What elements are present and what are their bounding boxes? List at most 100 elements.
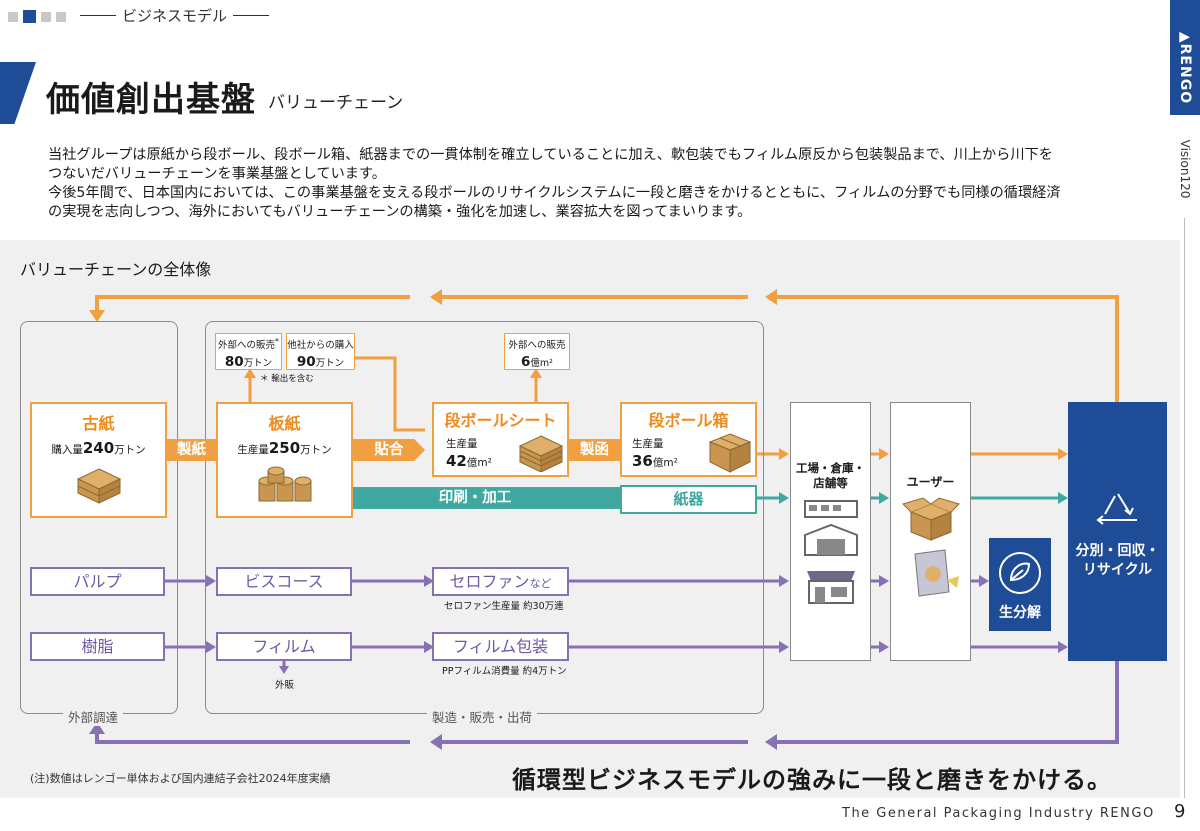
factory-line1: 工場・倉庫・ xyxy=(796,461,865,475)
orange-return-loop xyxy=(95,295,1119,402)
paper-roll-icon xyxy=(258,466,311,502)
side-divider xyxy=(1184,218,1185,798)
page-subtitle: バリューチェーン xyxy=(268,93,404,113)
footnote: (注)数値はレンゴー単体および国内連結子会社2024年度実績 xyxy=(30,772,331,785)
manufacturing-label: 製造・販売・出荷 xyxy=(427,707,538,726)
film-pack-title: フィルム包装 xyxy=(452,637,549,656)
resin-title: 樹脂 xyxy=(81,637,114,656)
cellophane-box: セロファンなど xyxy=(432,567,569,596)
film-external-note: 外販 xyxy=(275,680,295,691)
open-box-and-snack-bag-icon xyxy=(901,497,960,597)
pulp-title: パルプ xyxy=(73,572,122,591)
section-indicator xyxy=(8,10,66,23)
user-title: ユーザー xyxy=(906,475,955,489)
cellophane-suffix: など xyxy=(529,577,552,590)
cellophane-note: セロファン生産量 約30万連 xyxy=(444,601,564,612)
kosi-value: 240 xyxy=(82,439,115,457)
intro-line: 今後5年間で、日本国内においては、この事業基盤を支える段ボールのリサイクルシステ… xyxy=(48,185,1061,201)
user-box: ユーザー xyxy=(890,402,971,661)
paper-bale-icon xyxy=(76,468,121,504)
sheet-sales-title: 外部への販売 xyxy=(508,340,566,351)
indicator-square-active xyxy=(23,10,36,23)
recycle-line2: リサイクル xyxy=(1082,562,1153,578)
film-pack-note: PPフィルム消費量 約4万トン xyxy=(442,666,567,677)
slogan: 循環型ビジネスモデルの強みに一段と磨きをかける。 xyxy=(512,766,1112,794)
sheet-unit: 億m² xyxy=(466,457,492,469)
box-box: 段ボール箱 生産量 36億m² xyxy=(620,402,757,477)
external-procurement-label: 外部調達 xyxy=(63,707,124,726)
seishi-chip: 製紙 xyxy=(167,439,216,461)
purchase-value: 90 xyxy=(296,354,316,370)
shiki-title: 紙器 xyxy=(673,490,704,508)
film-box: フィルム xyxy=(216,632,352,661)
itagami-unit: 万トン xyxy=(300,444,332,456)
section-name: ビジネスモデル xyxy=(122,7,228,25)
ext-sales-value: 80 xyxy=(224,354,244,371)
ext-sales-title: 外部への販売 xyxy=(218,340,276,352)
box-value: 36 xyxy=(632,452,653,470)
film-title: フィルム xyxy=(252,637,316,656)
export-note: ＊ 輸出を含む xyxy=(260,374,314,384)
page-title: 価値創出基盤 xyxy=(46,80,256,120)
recycle-box: 分別・回収・ リサイクル xyxy=(1068,402,1167,661)
kosi-title: 古紙 xyxy=(82,414,115,433)
external-sales-box: 外部への販売* 80万トン xyxy=(215,333,282,370)
pulp-box: パルプ xyxy=(30,567,165,596)
sheet-title: 段ボールシート xyxy=(444,411,557,430)
section-label: ビジネスモデル xyxy=(80,5,270,26)
sheet-sales-unit: 億m² xyxy=(530,358,553,369)
purchase-box: 他社からの購入 90万トン xyxy=(286,333,355,370)
shiki-box: 紙器 xyxy=(620,485,757,514)
diagram-title: バリューチェーンの全体像 xyxy=(20,260,212,279)
box-title: 段ボール箱 xyxy=(648,411,729,430)
viscose-title: ビスコース xyxy=(244,572,324,591)
cellophane-title: セロファン xyxy=(449,572,530,591)
viscose-box: ビスコース xyxy=(216,567,352,596)
itagami-title: 板紙 xyxy=(268,414,301,433)
brand-tab xyxy=(1170,0,1200,115)
sheet-box: 段ボールシート 生産量 42億m² xyxy=(432,402,569,477)
corrugated-sheet-icon xyxy=(518,435,564,472)
orange-return-arrowheads xyxy=(89,289,777,322)
sheet-sales-value: 6 xyxy=(521,354,531,370)
box-unit: 億m² xyxy=(652,457,678,469)
purchase-unit: 万トン xyxy=(315,358,345,369)
insatsu-chip: 印刷・加工 xyxy=(438,490,512,506)
kosi-unit: 万トン xyxy=(114,444,146,456)
factory-line2: 店舗等 xyxy=(813,476,848,490)
purchase-title: 他社からの購入 xyxy=(287,340,354,351)
harigo-chip: 貼合 xyxy=(353,439,425,461)
ext-sales-unit: 万トン xyxy=(243,358,273,370)
intro-line: つないだバリューチェーンを事業基盤としています。 xyxy=(48,166,386,182)
bio-title: 生分解 xyxy=(999,605,1041,621)
footer-company: The General Packaging Industry RENGO xyxy=(842,806,1155,821)
intro-line: の実現を志向しつつ、海外においてもバリューチェーンの構築・強化を加速し、業容拡大… xyxy=(48,204,752,220)
resin-box: 樹脂 xyxy=(30,632,165,661)
recycle-icon xyxy=(1095,493,1137,525)
box-label: 生産量 xyxy=(632,438,664,450)
itagami-value: 250 xyxy=(268,439,301,457)
seikan-chip: 製函 xyxy=(569,439,620,461)
sheet-value: 42 xyxy=(446,452,467,470)
indicator-square xyxy=(56,11,66,22)
indicator-square xyxy=(8,11,18,22)
page-number: 9 xyxy=(1174,801,1186,822)
intro-paragraph: 当社グループは原紙から段ボール、段ボール箱、紙器までの一貫体制を確立していること… xyxy=(48,146,1138,222)
factory-warehouse-store-icon xyxy=(803,500,858,604)
recycle-line1: 分別・回収・ xyxy=(1075,543,1160,559)
itagami-box: 板紙 生産量250万トン xyxy=(216,402,353,518)
cardboard-box-icon xyxy=(708,433,752,473)
kosi-label: 購入量 xyxy=(51,444,83,456)
film-pack-box: フィルム包装 xyxy=(432,632,569,661)
sheet-sales-box: 外部への販売 6億m² xyxy=(504,333,570,370)
kosi-box: 古紙 購入量240万トン xyxy=(30,402,167,518)
indicator-square xyxy=(41,11,51,22)
sheet-label: 生産量 xyxy=(446,438,478,450)
intro-line: 当社グループは原紙から段ボール、段ボール箱、紙器までの一貫体制を確立していること… xyxy=(48,147,1053,163)
leaf-icon xyxy=(999,552,1041,594)
ext-sales-mark: * xyxy=(275,337,279,346)
diagram-panel xyxy=(0,240,1180,798)
itagami-label: 生産量 xyxy=(237,444,269,456)
biodegradation-box: 生分解 xyxy=(989,538,1051,631)
